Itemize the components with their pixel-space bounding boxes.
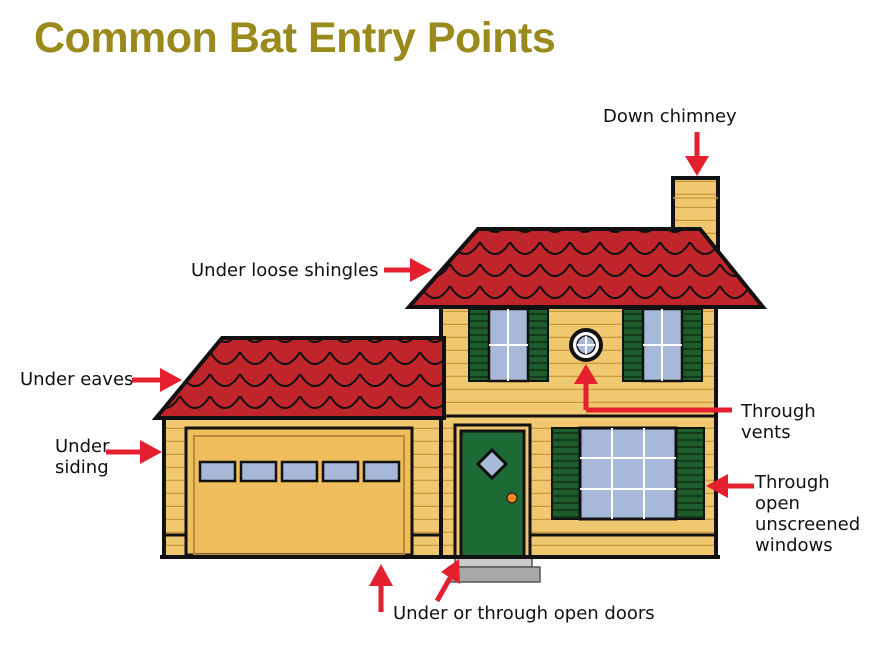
arrow-siding bbox=[106, 440, 162, 464]
label-under-loose-shingles: Under loose shingles bbox=[191, 260, 379, 281]
main-roof bbox=[404, 227, 768, 309]
lower-window bbox=[551, 426, 705, 521]
garage-wing bbox=[162, 414, 456, 559]
label-through-windows-line3: unscreened bbox=[755, 514, 861, 535]
label-down-chimney: Down chimney bbox=[603, 106, 737, 127]
label-through-windows: Through open unscreened windows bbox=[755, 472, 860, 556]
diagram-title: Common Bat Entry Points bbox=[34, 14, 556, 62]
entry-arrows bbox=[106, 132, 754, 612]
garage-roof bbox=[151, 336, 446, 420]
label-through-vents-line1: Through bbox=[741, 401, 816, 422]
round-vent bbox=[569, 328, 603, 362]
upper-right-window bbox=[622, 307, 703, 383]
label-under-eaves: Under eaves bbox=[20, 369, 134, 390]
front-door bbox=[453, 423, 532, 559]
label-through-vents: Through vents bbox=[741, 401, 816, 443]
upper-left-window bbox=[468, 307, 549, 383]
front-steps bbox=[448, 556, 541, 583]
arrow-garage-door bbox=[369, 564, 393, 612]
arrow-shingles bbox=[384, 258, 432, 282]
arrow-front-door bbox=[434, 559, 460, 603]
arrow-windows bbox=[706, 474, 754, 498]
label-through-windows-line2: open bbox=[755, 493, 800, 514]
arrow-chimney bbox=[685, 132, 709, 176]
arrow-eaves bbox=[132, 368, 182, 392]
arrow-vents bbox=[574, 364, 732, 413]
label-under-siding-line1: Under bbox=[55, 436, 110, 457]
label-under-siding-line2: siding bbox=[55, 457, 109, 478]
garage-door-windows bbox=[198, 460, 401, 483]
label-through-vents-line2: vents bbox=[741, 422, 791, 443]
label-under-or-through-open-doors: Under or through open doors bbox=[393, 603, 655, 624]
label-through-windows-line4: windows bbox=[755, 535, 833, 556]
label-under-siding: Under siding bbox=[55, 436, 109, 478]
label-through-windows-line1: Through bbox=[755, 472, 830, 493]
